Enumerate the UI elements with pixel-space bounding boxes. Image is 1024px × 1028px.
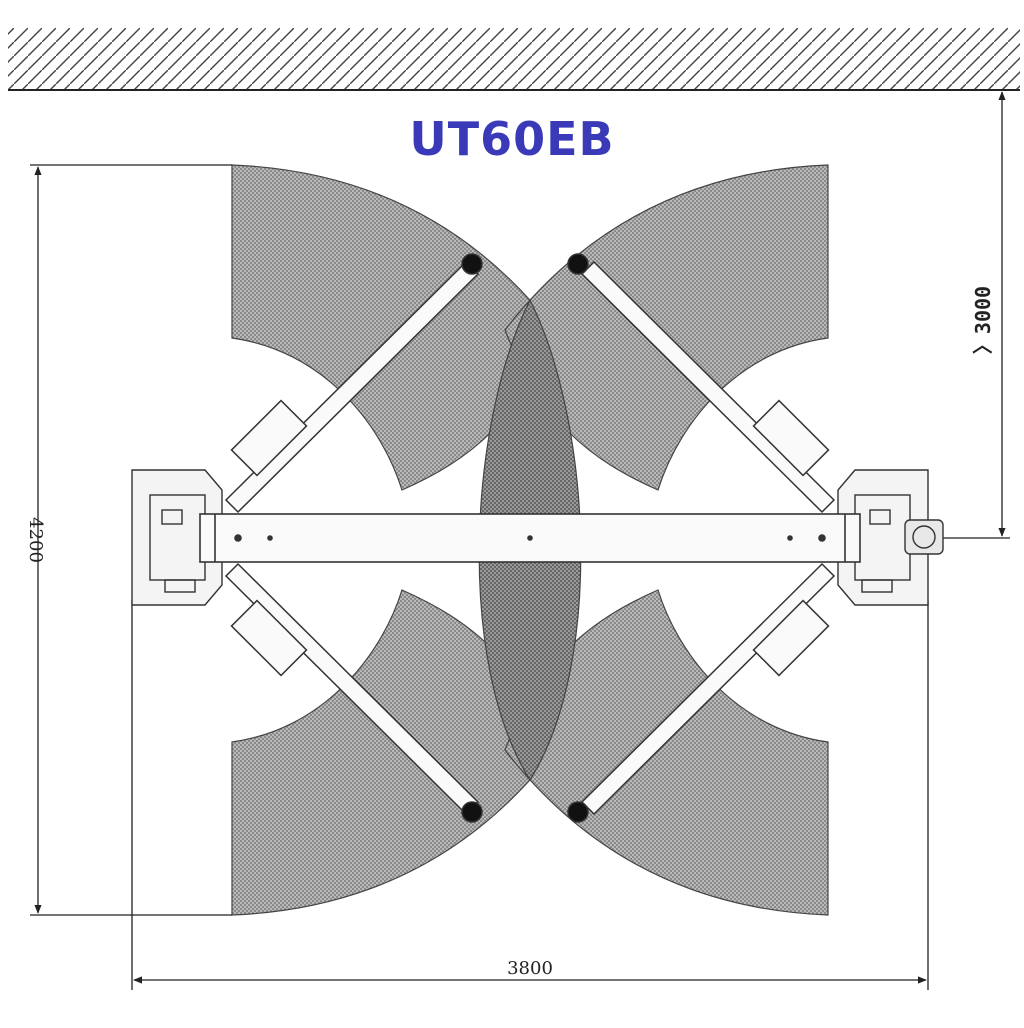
lift-arms — [224, 253, 836, 823]
wall — [8, 28, 1020, 91]
arm-bottom-right — [567, 562, 836, 823]
left-column — [131, 469, 223, 606]
arm-bottom-left — [224, 562, 483, 823]
power-unit-motor — [904, 519, 944, 555]
width-dimension-label: 3800 — [507, 958, 553, 979]
base-beam — [199, 513, 861, 563]
wall-clearance-label: 〉3000 — [971, 286, 995, 354]
model-title: UT60EB — [409, 112, 615, 166]
dimension-lines — [30, 91, 1010, 990]
height-dimension-label: 4200 — [25, 517, 46, 563]
arm-top-left — [224, 253, 483, 514]
arm-top-right — [567, 253, 836, 514]
arm-sweep-areas — [231, 164, 829, 916]
